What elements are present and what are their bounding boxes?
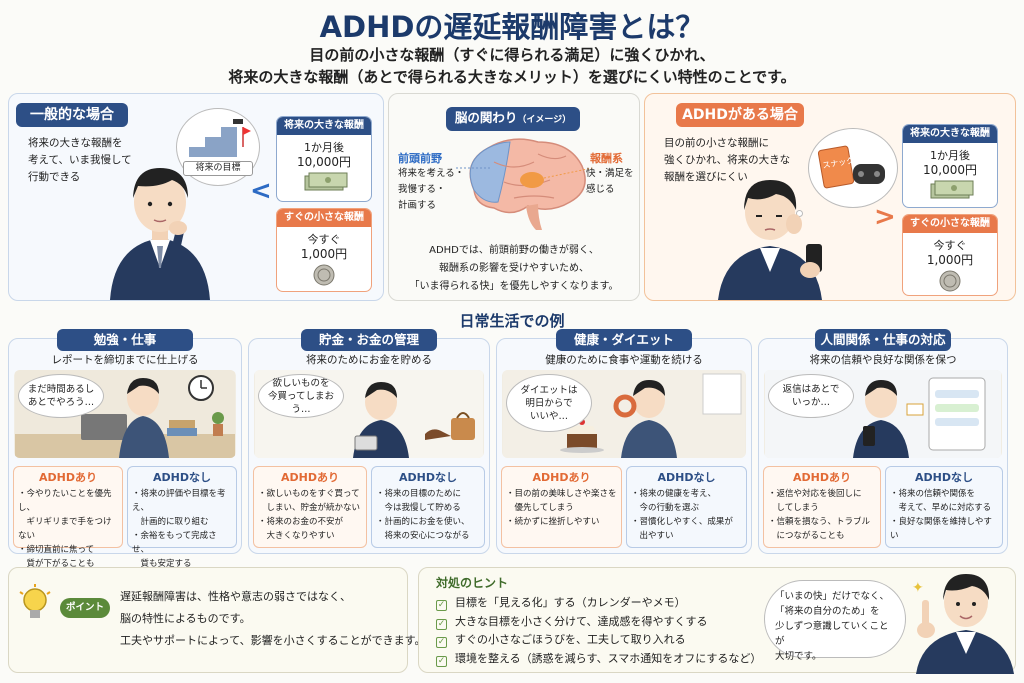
example-thought-bubble: ダイエットは明日からでいいや…: [506, 374, 592, 432]
banknotes-icon: [304, 172, 348, 191]
subtitle-line-2: 将来の大きな報酬（あとで得られる大きなメリット）を選びにくい特性のことです。: [228, 68, 796, 86]
thought-dot: [796, 210, 803, 217]
example-sub: 将来のためにお金を貯める: [306, 354, 432, 366]
general-arrow-icon: <: [250, 176, 272, 206]
credit-card-icon: [354, 435, 378, 451]
point-panel: [8, 567, 408, 673]
pointing-man-illustration: ✦: [912, 574, 1014, 674]
coin-icon: [939, 270, 961, 292]
checkbox-icon: ✓: [436, 655, 447, 667]
general-case-tag: 一般的な場合: [16, 103, 128, 127]
advice-speech-bubble: 「いまの快」だけでなく、「将来の自分のため」を少しずつ意識していくことが大切です…: [764, 580, 906, 662]
example-adhd-no-box: ADHDなし・将来の評価や目標を考え、 計画的に取り組む・余裕をもって完成させ、…: [127, 466, 237, 569]
checkbox-icon: ✓: [436, 600, 447, 611]
example-adhd-yes-box: ADHDあり・目の前の美味しさや楽さを 優先してしまう・続かずに挫折しやすい: [501, 466, 622, 548]
example-head: 健康・ダイエット: [556, 329, 692, 351]
sparkle-icon: ✦: [912, 580, 924, 596]
cake-icon: [567, 434, 597, 448]
hint-item: ✓大きな目標を小さく分けて、達成感を得やすくする: [436, 614, 708, 630]
example-sub: 将来の信頼や良好な関係を保つ: [809, 354, 957, 366]
page-title: ADHDの遅延報酬障害とは？: [319, 10, 705, 44]
example-adhd-no-box: ADHDなし・将来の信頼や関係を 考えて、早めに対応する・良好な関係を維持しやす…: [885, 466, 1003, 548]
point-tag: ポイント: [60, 598, 110, 618]
adhd-case-text: 目の前の小さな報酬に強くひかれ、将来の大きな報酬を選びにくい: [664, 137, 791, 183]
example-adhd-no-box: ADHDなし・将来の目標のために 今は我慢して貯める・計画的にお金を使い、 将来…: [371, 466, 485, 548]
hint-item: ✓目標を「見える化」する（カレンダーやメモ）: [436, 596, 686, 611]
shoe-icon: [425, 429, 451, 440]
chat-window-icon: [928, 377, 986, 451]
hints-list: ✓目標を「見える化」する（カレンダーやメモ） ✓大きな目標を小さく分けて、達成感…: [436, 594, 761, 668]
adhd-case-tag: ADHDがある場合: [676, 103, 804, 127]
example-sub: 健康のために食事や運動を続ける: [545, 354, 703, 366]
example-head: 貯金・お金の管理: [301, 329, 437, 351]
example-thought-bubble: まだ時間あるしあとでやろう…: [18, 374, 104, 418]
point-text: 遅延報酬障害は、性格や意志の弱さではなく、脳の特性によるものです。工夫やサポート…: [120, 590, 426, 647]
thinking-man-illustration: [110, 168, 210, 300]
example-adhd-yes-box: ADHDあり・欲しいものをすぐ買って しまい、貯金が続かない・将来のお金の不安が…: [253, 466, 367, 548]
adhd-arrow-icon: >: [874, 202, 896, 232]
game-controller-icon: [853, 164, 885, 184]
brain-note: ADHDでは、前頭前野の働きが弱く、報酬系の影響を受けやすいため、「いま得られる…: [409, 245, 619, 292]
hints-title: 対処のヒント: [436, 576, 509, 590]
phone-man-illustration: [718, 180, 822, 300]
subtitle-line-1: 目の前の小さな報酬（すぐに得られる満足）に強くひかれ、: [309, 46, 715, 64]
example-head: 勉強・仕事: [57, 329, 193, 351]
example-sub: レポートを締切までに仕上げる: [51, 354, 199, 366]
example-adhd-no-box: ADHDなし・将来の健康を考え、 今の行動を選ぶ・習慣化しやすく、成果が 出やす…: [626, 466, 747, 548]
envelope-icon: [906, 403, 924, 416]
example-adhd-yes-box: ADHDあり・返信や対応を後回しに してしまう・信頼を損なう、トラブル につなが…: [763, 466, 881, 548]
banknotes-icon: [930, 180, 974, 199]
example-scene: [502, 370, 746, 458]
stairs-icon: [189, 119, 251, 157]
brain-tag: 脳の関わり（イメージ）: [446, 107, 580, 131]
example-head: 人間関係・仕事の対応: [815, 329, 951, 351]
hint-item: ✓環境を整える（誘惑を減らす、スマホ通知をオフにするなど）: [436, 651, 762, 667]
goal-thought-bubble: 将来の目標: [176, 108, 260, 186]
example-thought-bubble: 欲しいものを今買ってしまおう…: [258, 374, 344, 418]
goal-label: 将来の目標: [183, 161, 253, 176]
temptation-thought-bubble: スナック: [808, 128, 898, 208]
example-adhd-yes-box: ADHDあり・今やりたいことを優先し、 ギリギリまで手をつけない・締切直前に焦っ…: [13, 466, 123, 569]
coin-icon: [313, 264, 335, 286]
checkbox-icon: ✓: [436, 618, 447, 630]
donut-icon: [613, 394, 637, 418]
checkbox-icon: ✓: [436, 637, 447, 648]
general-case-text: 将来の大きな報酬を考えて、いま我慢して行動できる: [28, 137, 132, 183]
brain-illustration: [456, 138, 593, 230]
reward-system-label: 報酬系: [590, 152, 623, 165]
prefrontal-desc: 将来を考える・我慢する・計画する: [398, 168, 465, 211]
reward-system-desc: 快・満足を感じる: [586, 168, 634, 195]
daily-section-title: 日常生活での例: [459, 312, 565, 330]
laptop-icon: [81, 414, 127, 440]
example-thought-bubble: 返信はあとでいっか…: [768, 374, 854, 418]
hints-panel: [418, 567, 1016, 673]
hint-item: ✓すぐの小さなごほうびを、工夫して取り入れる: [436, 633, 686, 648]
smartphone-icon: [863, 426, 875, 446]
lightbulb-icon: [19, 584, 51, 618]
prefrontal-label: 前頭前野: [398, 152, 442, 165]
handbag-icon: [451, 418, 475, 440]
